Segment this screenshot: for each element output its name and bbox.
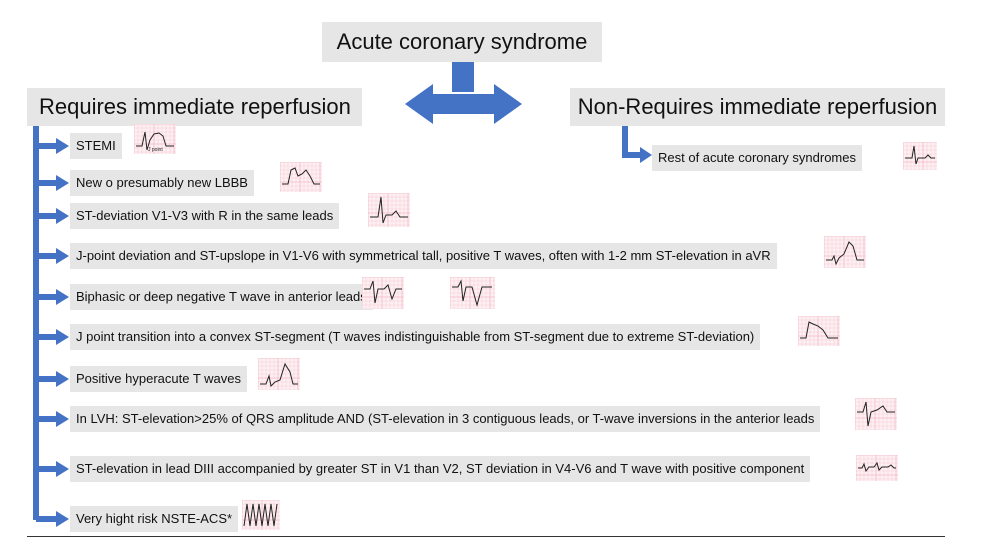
branch-arrow-shaft xyxy=(36,516,58,522)
right-elbow-horizontal xyxy=(622,152,642,158)
right-elbow-vertical xyxy=(622,126,628,158)
branch-arrow-head xyxy=(56,461,69,477)
branch-arrow-shaft xyxy=(36,213,58,219)
branch-arrow-shaft xyxy=(36,466,58,472)
ecg-hyperacute-thumbnail xyxy=(258,358,300,390)
ecg-st-deviation-thumbnail xyxy=(368,193,410,227)
branch-arrow-shaft xyxy=(36,376,58,382)
branch-arrow-head xyxy=(56,208,69,224)
ecg-nste-thumbnail xyxy=(242,500,280,530)
branch-arrow-head xyxy=(56,511,69,527)
item-convex-st: J point transition into a convex ST-segm… xyxy=(70,324,761,350)
ecg-upslope-thumbnail xyxy=(824,236,866,268)
right-heading: Non-Requires immediate reperfusion xyxy=(570,88,945,126)
branch-arrow-shaft xyxy=(36,294,58,300)
item-lvh: In LVH: ST-elevation>25% of QRS amplitud… xyxy=(70,406,821,432)
item-rest-acs: Rest of acute coronary syndromes xyxy=(652,145,862,171)
item-diii-elevation: ST-elevation in lead DIII accompanied by… xyxy=(70,456,811,482)
ecg-rest-acs-thumbnail xyxy=(903,142,937,170)
branch-arrow-shaft xyxy=(36,334,58,340)
branch-arrow-head xyxy=(56,329,69,345)
branch-arrow-head xyxy=(56,289,69,305)
left-heading: Requires immediate reperfusion xyxy=(27,88,362,126)
item-biphasic-t-wave: Biphasic or deep negative T wave in ante… xyxy=(70,284,373,310)
bottom-rule xyxy=(27,536,945,537)
ecg-lbbb-thumbnail xyxy=(280,162,322,192)
item-nste-acs: Very hight risk NSTE-ACS* xyxy=(70,506,239,532)
branch-arrow-shaft xyxy=(36,253,58,259)
ecg-j-point-label: J point xyxy=(148,147,163,153)
ecg-lvh-thumbnail xyxy=(855,398,897,430)
item-hyperacute-t: Positive hyperacute T waves xyxy=(70,366,247,392)
branch-arrow-head xyxy=(56,411,69,427)
item-j-point-deviation: J-point deviation and ST-upslope in V1-V… xyxy=(70,243,777,269)
ecg-stemi-thumbnail: J point xyxy=(134,124,176,154)
branch-arrow-head xyxy=(56,175,69,191)
title-stem xyxy=(452,62,474,92)
ecg-deep-negative-thumbnail xyxy=(450,277,495,309)
item-st-deviation-v1-v3: ST-deviation V1-V3 with R in the same le… xyxy=(70,203,340,229)
branch-arrow-head xyxy=(56,371,69,387)
ecg-convex-thumbnail xyxy=(798,316,840,346)
right-elbow-head xyxy=(640,147,652,163)
branch-arrow-head xyxy=(56,138,69,154)
branch-arrow-shaft xyxy=(36,416,58,422)
branch-arrow-shaft xyxy=(36,143,58,149)
branch-arrow-shaft xyxy=(36,180,58,186)
left-spine xyxy=(33,126,39,520)
double-arrow xyxy=(405,84,522,124)
item-stemi: STEMI xyxy=(70,133,122,159)
branch-arrow-head xyxy=(56,248,69,264)
ecg-biphasic-thumbnail xyxy=(362,277,404,309)
ecg-diii-thumbnail xyxy=(856,455,898,481)
diagram-title: Acute coronary syndrome xyxy=(322,22,602,62)
item-lbbb: New o presumably new LBBB xyxy=(70,170,254,196)
